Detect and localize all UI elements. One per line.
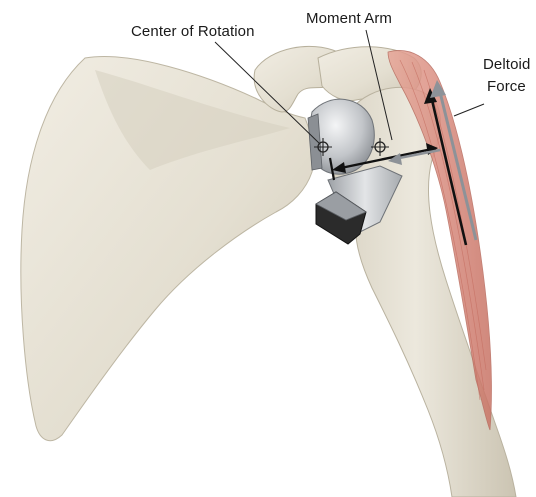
moment-arm-label: Moment Arm: [306, 10, 392, 27]
deltoid-force-label-line1: Deltoid: [483, 56, 530, 73]
deltoid-force-label-line2: Force: [487, 78, 526, 95]
center-of-rotation-label: Center of Rotation: [131, 23, 255, 40]
deltoid-force-leader: [454, 104, 484, 116]
